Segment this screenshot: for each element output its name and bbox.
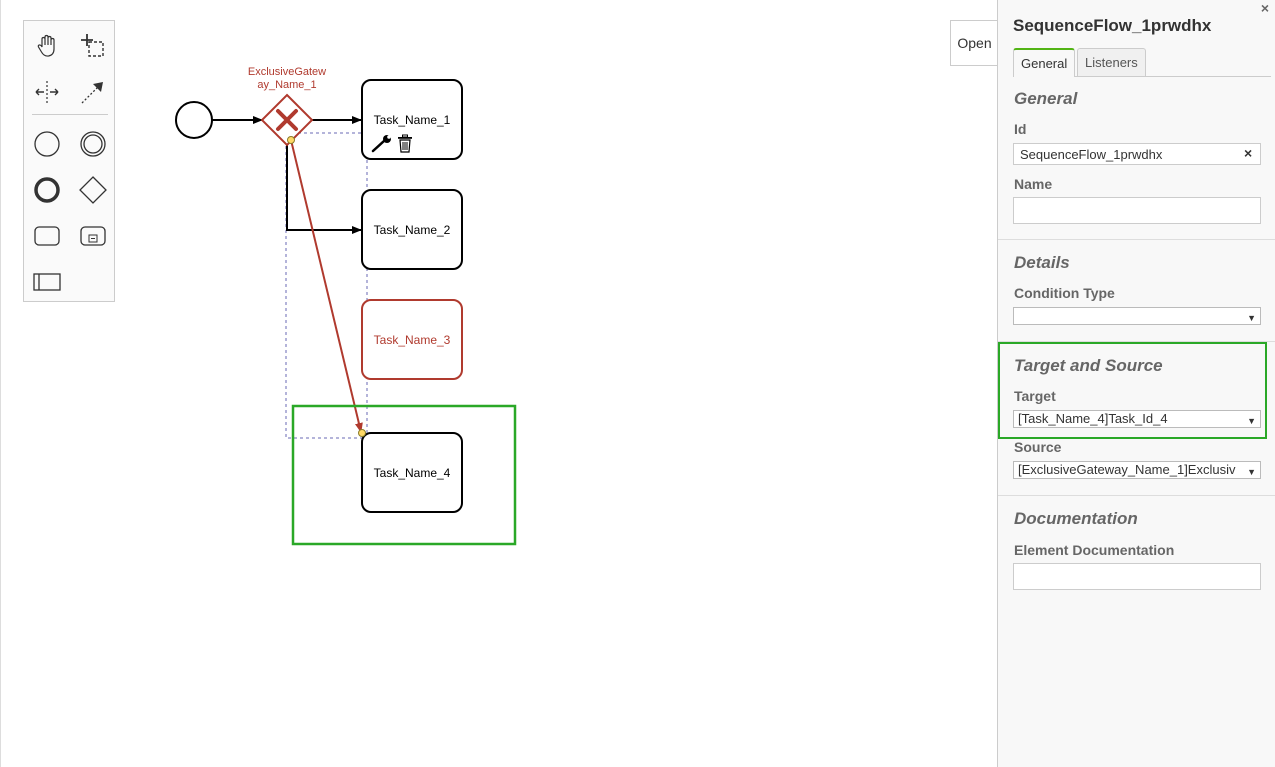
sequence-flow-selected[interactable] <box>290 139 363 433</box>
element-documentation-label: Element Documentation <box>1014 542 1175 558</box>
diagram-canvas[interactable]: ExclusiveGatew ay_Name_1 Task_Name_1 Tas… <box>0 0 998 767</box>
task-2[interactable]: Task_Name_2 <box>361 189 463 270</box>
flow-end-handle[interactable] <box>358 429 366 437</box>
hand-tool-icon[interactable] <box>30 29 64 63</box>
start-event[interactable] <box>175 101 213 139</box>
panel-title: SequenceFlow_1prwdhx <box>1013 16 1212 35</box>
name-label: Name <box>1014 176 1053 192</box>
chevron-down-icon: ▼ <box>1247 416 1256 426</box>
task-3[interactable]: Task_Name_3 <box>361 299 463 380</box>
target-value: [Task_Name_4]Task_Id_4 <box>1018 411 1168 426</box>
sequence-flow-gateway-task2[interactable] <box>286 145 362 234</box>
task-4[interactable]: Task_Name_4 <box>361 432 463 513</box>
close-icon[interactable]: × <box>1260 0 1269 16</box>
target-label: Target <box>1014 388 1056 404</box>
group-title-target-source: Target and Source <box>1014 356 1163 375</box>
source-label: Source <box>1014 439 1062 455</box>
condition-type-label: Condition Type <box>1014 285 1115 301</box>
selection-outline <box>285 132 368 439</box>
id-input[interactable] <box>1013 143 1261 165</box>
intermediate-event-icon[interactable] <box>76 127 110 161</box>
exclusive-gateway[interactable] <box>260 93 314 147</box>
task-2-label: Task_Name_2 <box>374 223 451 237</box>
highlight-target-source-group <box>998 342 1267 439</box>
gateway-label-line1: ExclusiveGatew <box>248 66 326 78</box>
condition-type-select[interactable]: ▼ <box>1013 307 1261 325</box>
chevron-down-icon: ▼ <box>1247 313 1256 323</box>
task-4-label: Task_Name_4 <box>374 466 451 480</box>
source-value: [ExclusiveGateway_Name_1]Exclusiv <box>1018 462 1236 477</box>
id-label: Id <box>1014 121 1027 137</box>
chevron-down-icon: ▼ <box>1247 467 1256 477</box>
properties-panel: × SequenceFlow_1prwdhx General Listeners… <box>997 0 1275 767</box>
group-title-details: Details <box>1014 253 1070 272</box>
highlight-target-task <box>291 404 517 546</box>
start-event-icon[interactable] <box>30 127 64 161</box>
clear-id-icon[interactable]: × <box>1244 145 1253 161</box>
element-documentation-textarea[interactable] <box>1013 563 1261 590</box>
target-select[interactable]: [Task_Name_4]Task_Id_4 ▼ <box>1013 410 1261 428</box>
flow-start-handle[interactable] <box>287 136 295 144</box>
group-title-general: General <box>1014 89 1078 108</box>
panel-tabs: General Listeners <box>1013 48 1271 77</box>
end-event-icon[interactable] <box>30 173 64 207</box>
task-3-label: Task_Name_3 <box>374 333 451 347</box>
bpmn-diagram[interactable]: ExclusiveGatew ay_Name_1 Task_Name_1 Tas… <box>1 0 998 767</box>
source-select[interactable]: [ExclusiveGateway_Name_1]Exclusiv ▼ <box>1013 461 1261 479</box>
tool-palette <box>23 20 115 302</box>
subprocess-icon[interactable] <box>76 219 110 253</box>
gateway-icon[interactable] <box>76 173 110 207</box>
task-1-label: Task_Name_1 <box>374 113 451 127</box>
participant-icon[interactable] <box>30 265 64 299</box>
connect-tool-icon[interactable] <box>76 75 110 109</box>
wrench-icon[interactable] <box>371 135 391 153</box>
space-tool-icon[interactable] <box>30 75 64 109</box>
group-title-documentation: Documentation <box>1014 509 1138 528</box>
tab-listeners[interactable]: Listeners <box>1077 48 1146 76</box>
name-textarea[interactable] <box>1013 197 1261 224</box>
trash-icon[interactable] <box>398 134 412 153</box>
open-panel-button[interactable]: Open <box>950 20 998 66</box>
tab-general[interactable]: General <box>1013 48 1076 77</box>
task-icon[interactable] <box>30 219 64 253</box>
lasso-tool-icon[interactable] <box>76 29 110 63</box>
gateway-label-line2: ay_Name_1 <box>257 79 316 91</box>
